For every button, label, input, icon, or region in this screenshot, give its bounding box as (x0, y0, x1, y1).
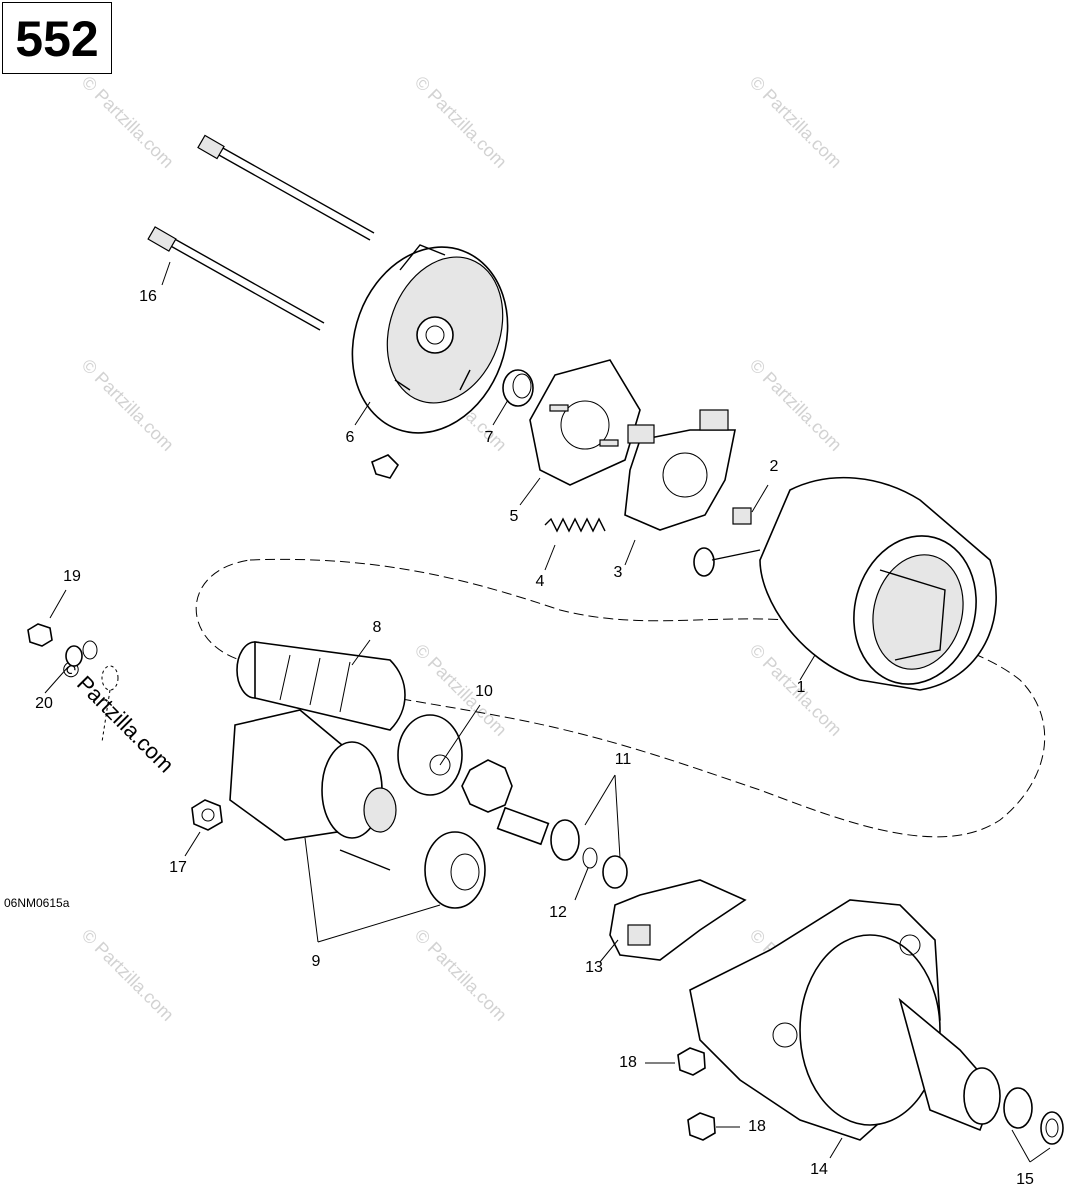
callout-8: 8 (372, 619, 382, 636)
page-number-box: 552 (2, 2, 112, 74)
part-11-12-collars (550, 819, 628, 889)
part-9-solenoid (229, 709, 486, 909)
callout-2: 2 (769, 458, 779, 475)
part-6-rear-cover (351, 244, 509, 434)
callout-4: 4 (535, 573, 545, 590)
part-18-flange-nuts (677, 1047, 716, 1141)
part-14-drive-housing (689, 899, 1001, 1141)
part-17-nut (191, 799, 223, 831)
callout-14: 14 (810, 1161, 828, 1178)
part-19-20-nut-washer (27, 623, 119, 743)
callout-18-lower: 18 (748, 1118, 766, 1135)
callout-10: 10 (475, 683, 493, 700)
callout-9: 9 (311, 953, 321, 970)
part-7-bushing (502, 369, 534, 407)
callout-15: 15 (1016, 1171, 1034, 1188)
leader-lines (44, 261, 1051, 1163)
part-2-terminal (693, 507, 761, 577)
part-3-brush-holder (624, 409, 736, 531)
callout-20: 20 (35, 695, 53, 712)
callout-7: 7 (484, 429, 494, 446)
callout-5: 5 (509, 508, 519, 525)
part-13-shift-lever (609, 879, 747, 961)
callout-3: 3 (613, 564, 623, 581)
part-8-armature (236, 641, 463, 796)
part-1-yoke-housing (759, 476, 997, 691)
callout-16: 16 (139, 288, 157, 305)
callout-6: 6 (345, 429, 355, 446)
small-clip (371, 454, 400, 479)
callout-13: 13 (585, 959, 603, 976)
callout-18-upper: 18 (619, 1054, 637, 1071)
callout-11: 11 (614, 751, 632, 768)
part-4-spring (544, 517, 606, 533)
part-15-front-bushings (1003, 1087, 1064, 1145)
callout-17: 17 (169, 859, 187, 876)
part-10-pinion (461, 759, 550, 846)
callout-1: 1 (796, 679, 806, 696)
callout-12: 12 (549, 904, 567, 921)
figure-code: 06NM0615a (4, 896, 70, 910)
part-16-through-bolts (147, 134, 375, 331)
callout-19: 19 (63, 568, 81, 585)
part-5-brush-plate (529, 359, 641, 486)
